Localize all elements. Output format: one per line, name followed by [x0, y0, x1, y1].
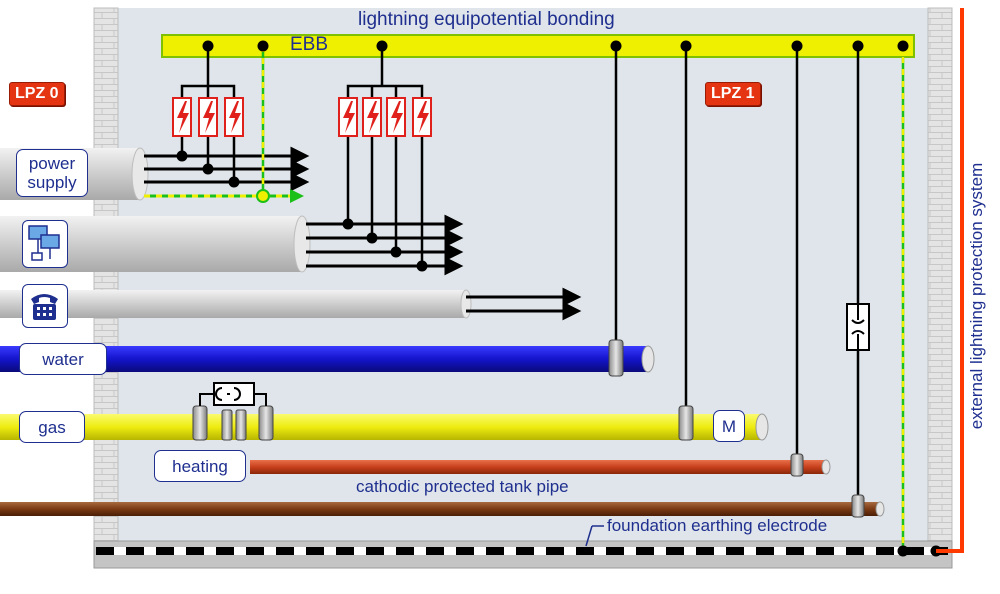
left-wall: [93, 7, 119, 544]
isolating-spark-gap-icon: [199, 382, 267, 406]
surge-arrester-icon: [172, 97, 432, 137]
foundation-electrode-label: foundation earthing electrode: [607, 516, 828, 535]
zone-badge-lpz1: LPZ 1: [705, 82, 761, 106]
heating-label: heating: [154, 450, 246, 482]
ebb-label: EBB: [290, 34, 329, 55]
pe-bonding-link: [256, 46, 270, 203]
tank-spark-gap-icon: [846, 303, 870, 351]
power-supply-text: power supply: [27, 154, 77, 192]
telephone-cable: [0, 290, 466, 318]
power-supply-label: power supply: [16, 149, 88, 197]
telephone-conductors: [466, 287, 582, 321]
meter-label: M: [713, 410, 745, 442]
spd-group-data-wiring: [346, 46, 424, 266]
water-label: water: [19, 343, 107, 375]
heating-text: heating: [172, 456, 228, 476]
water-text: water: [42, 349, 84, 369]
ebb-bar: [161, 34, 915, 58]
tank-pipe: [0, 502, 880, 516]
external-lps-label: external lightning protection system: [967, 162, 986, 430]
power-conductors: [144, 146, 310, 192]
diagram-title: lightning equipotential bonding: [358, 9, 615, 30]
pipe-clamps: [192, 339, 865, 518]
heating-pipe: [250, 460, 826, 474]
external-lps-conductor: [936, 8, 964, 553]
foundation-label-leader: [585, 525, 593, 547]
water-pipe: [0, 346, 648, 372]
pipe-bonding-conductors: [614, 46, 860, 502]
zone-badge-lpz0: LPZ 0: [9, 82, 65, 106]
telephone-icon: [22, 284, 68, 328]
computer-network-icon: [22, 220, 68, 268]
gas-text: gas: [38, 417, 66, 437]
gas-label: gas: [19, 411, 85, 443]
meter-text: M: [721, 416, 737, 436]
right-wall: [927, 7, 953, 544]
gas-pipe: [0, 414, 762, 440]
tank-pipe-label: cathodic protected tank pipe: [356, 477, 569, 496]
junction-dots: [176, 40, 942, 557]
